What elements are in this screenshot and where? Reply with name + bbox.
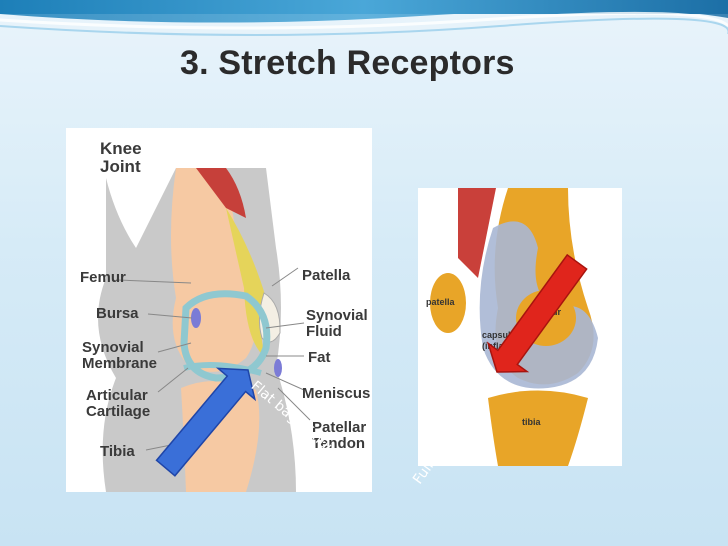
label-capsule: capsule (inflated) — [482, 330, 520, 352]
label-patella-small: patella — [426, 294, 455, 310]
label-tibia-small: tibia — [522, 414, 541, 430]
label-articular-cartilage: Articular Cartilage — [86, 388, 150, 420]
label-fat: Fat — [308, 350, 331, 366]
label-synovial-fluid: Synovial Fluid — [306, 308, 368, 340]
label-meniscus: Meniscus — [302, 386, 370, 402]
label-femur-small: femur — [536, 304, 561, 320]
label-knee-joint: Knee Joint — [100, 140, 142, 176]
label-tibia: Tibia — [100, 444, 135, 460]
label-bursa: Bursa — [96, 306, 139, 322]
label-femur: Femur — [80, 270, 126, 286]
label-patella: Patella — [302, 268, 350, 284]
slide-title: 3. Stretch Receptors — [180, 44, 515, 83]
label-synovial-membrane: Synovial Membrane — [82, 340, 157, 372]
